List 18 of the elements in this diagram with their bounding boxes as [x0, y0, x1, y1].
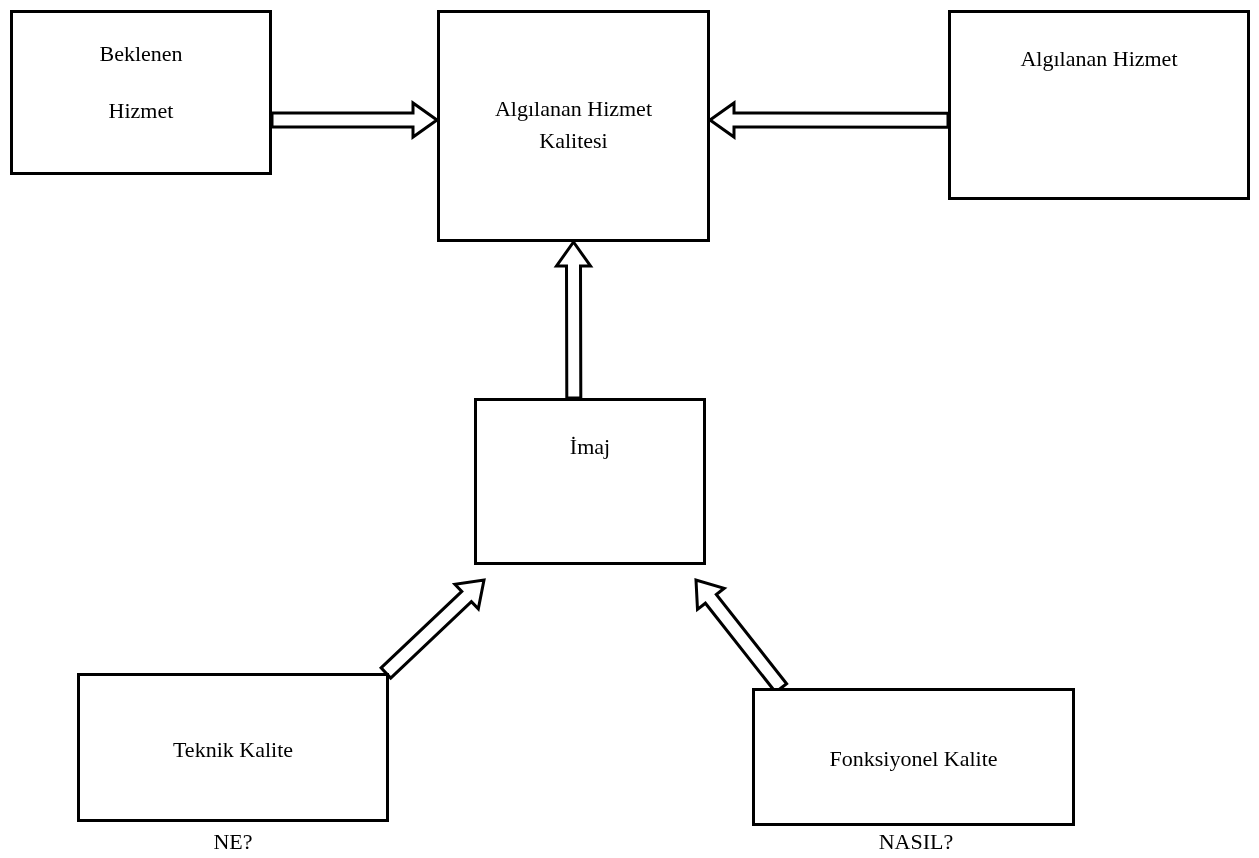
- box-label: Beklenen Hizmet: [98, 40, 184, 126]
- process-box: [10, 10, 272, 175]
- block-arrow: [553, 239, 594, 400]
- box-label: Teknik Kalite: [171, 736, 294, 764]
- process-box: [752, 688, 1075, 826]
- box-label: İmaj: [568, 433, 612, 461]
- process-box: [77, 673, 389, 822]
- block-arrow: [707, 100, 950, 140]
- process-box: [437, 10, 710, 242]
- block-arrow: [379, 578, 486, 681]
- block-arrow: [270, 100, 440, 140]
- process-box: [474, 398, 706, 565]
- caption-label: NE?: [213, 831, 253, 853]
- box-label: Algılanan Hizmet: [1019, 45, 1179, 73]
- box-label: Fonksiyonel Kalite: [828, 745, 999, 773]
- caption-label: NASIL?: [878, 831, 954, 853]
- box-label: Algılanan Hizmet Kalitesi: [494, 95, 653, 155]
- process-box: [948, 10, 1250, 200]
